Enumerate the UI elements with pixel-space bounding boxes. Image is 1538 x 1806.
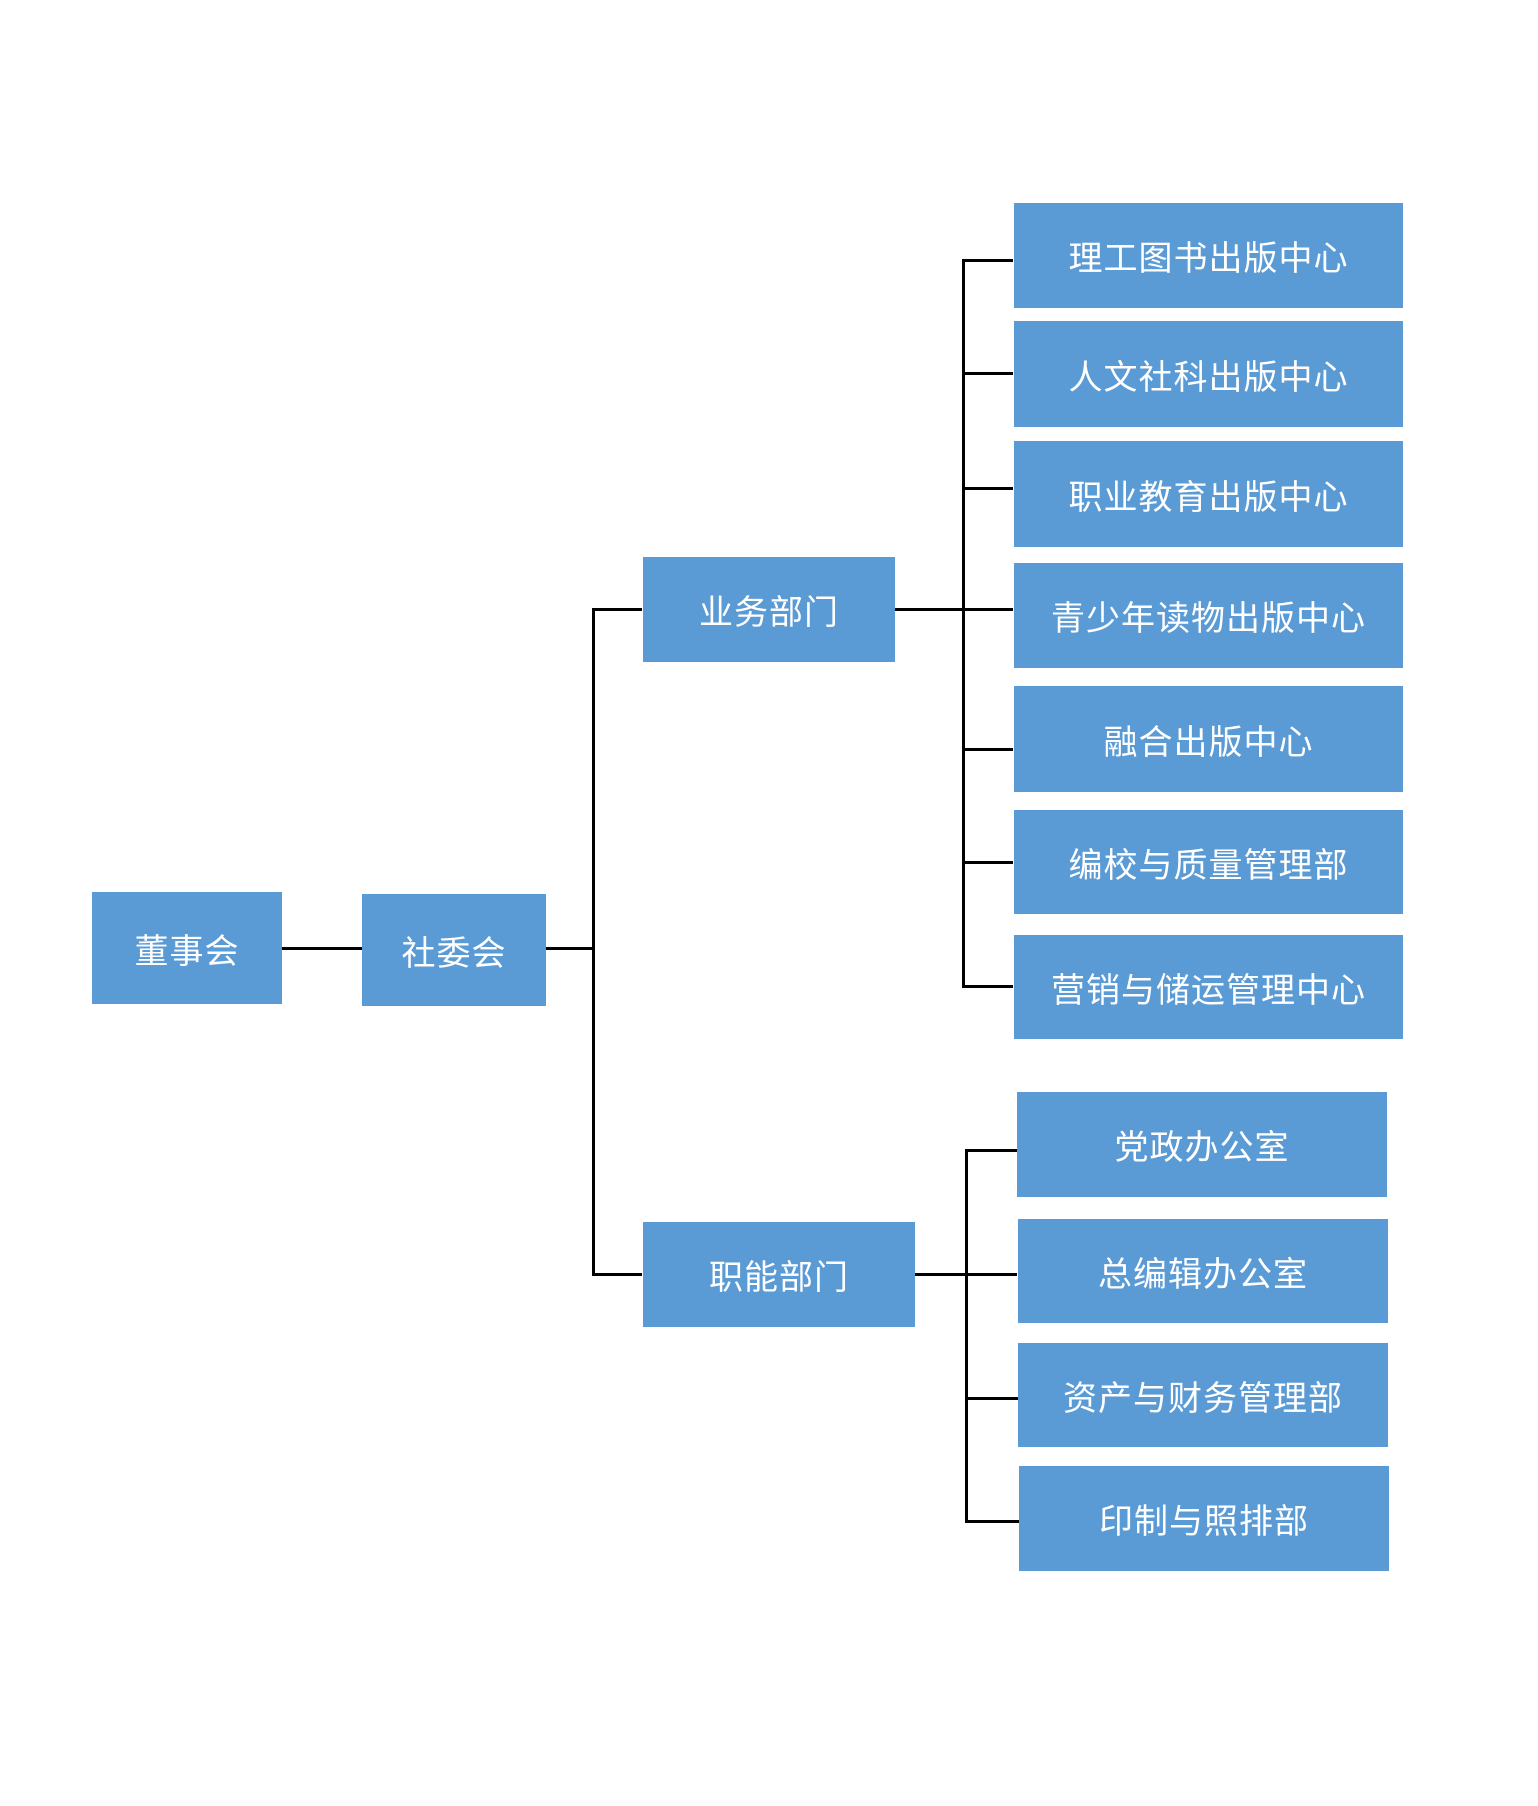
connector [965,1149,968,1522]
connector [962,985,1013,988]
node-business-departments: 业务部门 [643,557,895,662]
node-business-child: 青少年读物出版中心 [1014,563,1403,668]
connector [592,608,642,611]
node-functional-child: 印制与照排部 [1019,1466,1389,1571]
node-business-child: 人文社科出版中心 [1014,321,1403,427]
connector [592,608,595,1276]
connector [962,259,965,988]
node-functional-child: 资产与财务管理部 [1018,1343,1388,1447]
connector [962,748,1013,751]
node-functional-child: 总编辑办公室 [1018,1219,1388,1323]
connector [962,487,1013,490]
connector [965,1149,1017,1152]
connector [592,1273,642,1276]
connector [965,1520,1019,1523]
node-business-child: 编校与质量管理部 [1014,810,1403,914]
connector [962,259,1013,262]
node-functional-child: 党政办公室 [1017,1092,1387,1197]
node-board-of-directors: 董事会 [92,892,282,1004]
connector [282,947,362,950]
node-functional-departments: 职能部门 [643,1222,915,1327]
connector [895,608,1013,611]
connector [546,947,594,950]
node-business-child: 营销与储运管理中心 [1014,935,1403,1039]
node-business-child: 理工图书出版中心 [1014,203,1403,308]
connector [962,372,1013,375]
node-business-child: 融合出版中心 [1014,686,1403,792]
connector [962,861,1013,864]
node-business-child: 职业教育出版中心 [1014,441,1403,547]
node-publishing-committee: 社委会 [362,894,546,1006]
connector [965,1397,1018,1400]
